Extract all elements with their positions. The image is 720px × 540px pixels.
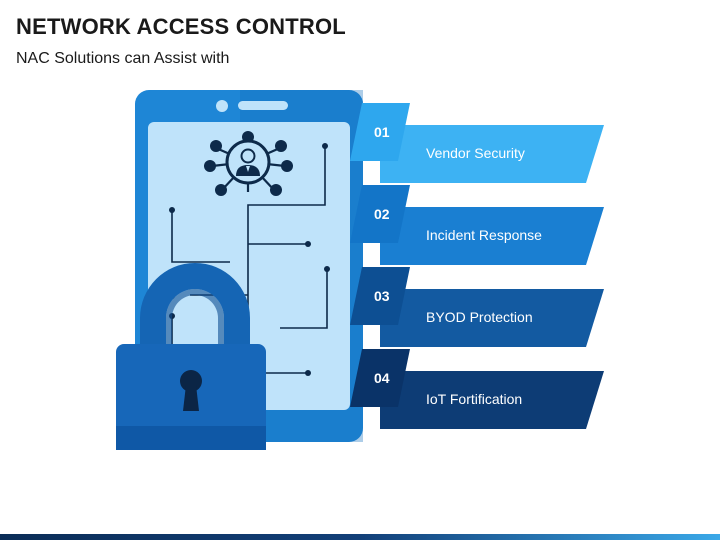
item-number-tab: 02 [350, 185, 410, 243]
item-band: Incident Response [380, 207, 604, 265]
page-title: NETWORK ACCESS CONTROL [16, 14, 346, 39]
list-item-03: BYOD Protection 03 [350, 267, 610, 347]
list-item-04: IoT Fortification 04 [350, 349, 610, 429]
item-band: IoT Fortification [380, 371, 604, 429]
user-network-icon [204, 131, 293, 196]
item-number-tab: 01 [350, 103, 410, 161]
page-subtitle: NAC Solutions can Assist with [16, 50, 230, 67]
item-label: BYOD Protection [426, 309, 533, 325]
item-band: Vendor Security [380, 125, 604, 183]
item-label: IoT Fortification [426, 391, 523, 407]
item-number: 04 [374, 370, 390, 386]
list-item-02: Incident Response 02 [350, 185, 610, 265]
list-item-01: Vendor Security 01 [350, 103, 610, 183]
item-number: 01 [374, 124, 390, 140]
footer-bar [0, 534, 720, 540]
item-band: BYOD Protection [380, 289, 604, 347]
item-label: Vendor Security [426, 145, 525, 161]
item-number: 02 [374, 206, 390, 222]
item-label: Incident Response [426, 227, 542, 243]
item-number: 03 [374, 288, 390, 304]
padlock-icon [116, 263, 266, 450]
